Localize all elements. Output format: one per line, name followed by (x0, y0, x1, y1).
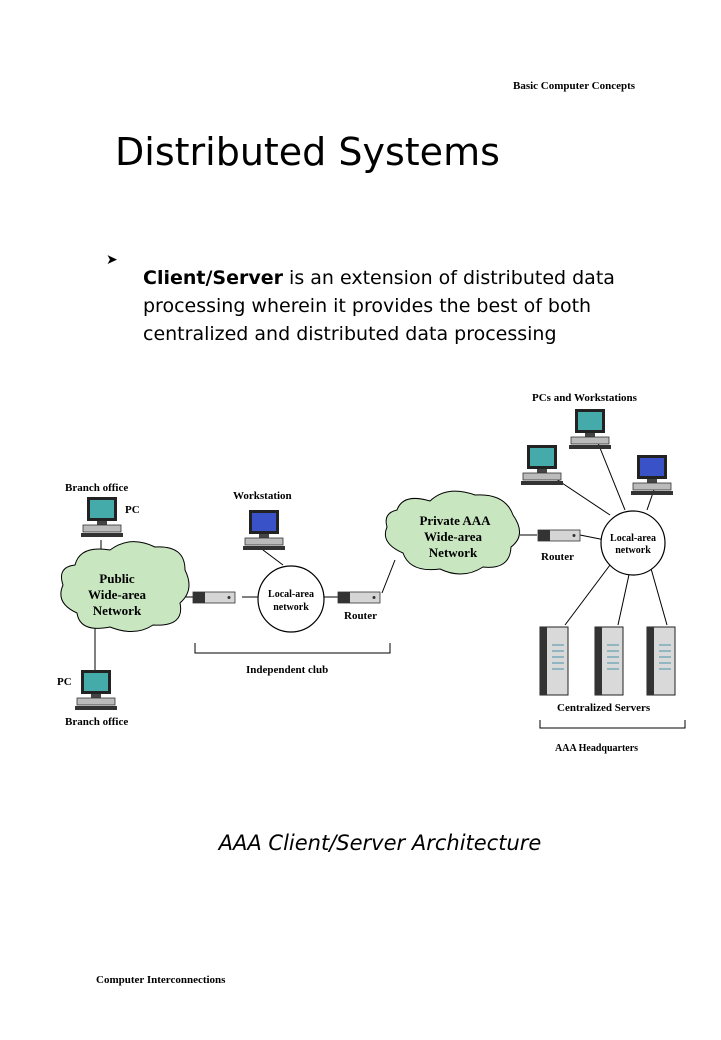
workstation-icon (630, 454, 674, 496)
label-private-wan-2: Wide-area (424, 529, 483, 544)
private-wan-cloud (384, 490, 520, 575)
lan-circle-left (257, 565, 325, 633)
router-icon (537, 529, 581, 542)
router-icon (337, 591, 381, 604)
label-pc-top: PC (125, 504, 140, 516)
label-router-right: Router (541, 551, 574, 563)
page-title: Distributed Systems (115, 130, 500, 174)
label-router-mid: Router (344, 610, 377, 622)
network-diagram: Branch office PC PC Branch office Workst… (57, 392, 686, 754)
label-public-wan-2: Wide-area (88, 587, 147, 602)
bullet-lead: Client/Server (143, 267, 283, 289)
public-wan-cloud (60, 541, 190, 632)
label-lan-left-1: Local-area (268, 589, 314, 600)
label-private-wan-3: Network (429, 545, 478, 560)
label-branch-office-top: Branch office (65, 482, 128, 494)
pc-icon (80, 496, 124, 538)
label-public-wan-3: Network (93, 603, 142, 618)
workstation-icon (242, 509, 286, 551)
label-aaa-headquarters: AAA Headquarters (555, 743, 638, 754)
figure-caption: AAA Client/Server Architecture (218, 831, 542, 855)
label-centralized-servers: Centralized Servers (557, 702, 651, 714)
label-independent-club: Independent club (246, 664, 328, 676)
pc-icon (568, 408, 612, 450)
label-pcs-workstations: PCs and Workstations (532, 392, 638, 404)
bullet-arrow-icon: ➤ (106, 252, 118, 268)
router-icon (192, 591, 236, 604)
label-lan-right-1: Local-area (610, 533, 656, 544)
label-public-wan-1: Public (99, 571, 135, 586)
pc-icon (520, 444, 564, 486)
label-lan-right-2: network (615, 545, 651, 556)
pc-icon (74, 669, 118, 711)
label-pc-bottom: PC (57, 676, 72, 688)
label-lan-left-2: network (273, 602, 309, 613)
bullet-text: Client/Server is an extension of distrib… (143, 264, 663, 348)
label-branch-office-bottom: Branch office (65, 716, 128, 728)
server-icon (539, 626, 569, 696)
footer-note: Computer Interconnections (96, 974, 226, 986)
server-icon (646, 626, 676, 696)
bullet-rest: is an extension of distributed data proc… (143, 267, 615, 345)
header-note: Basic Computer Concepts (513, 80, 636, 92)
lan-circle-right (600, 510, 666, 576)
label-workstation: Workstation (233, 490, 292, 502)
server-icon (594, 626, 624, 696)
label-private-wan-1: Private AAA (419, 513, 491, 528)
